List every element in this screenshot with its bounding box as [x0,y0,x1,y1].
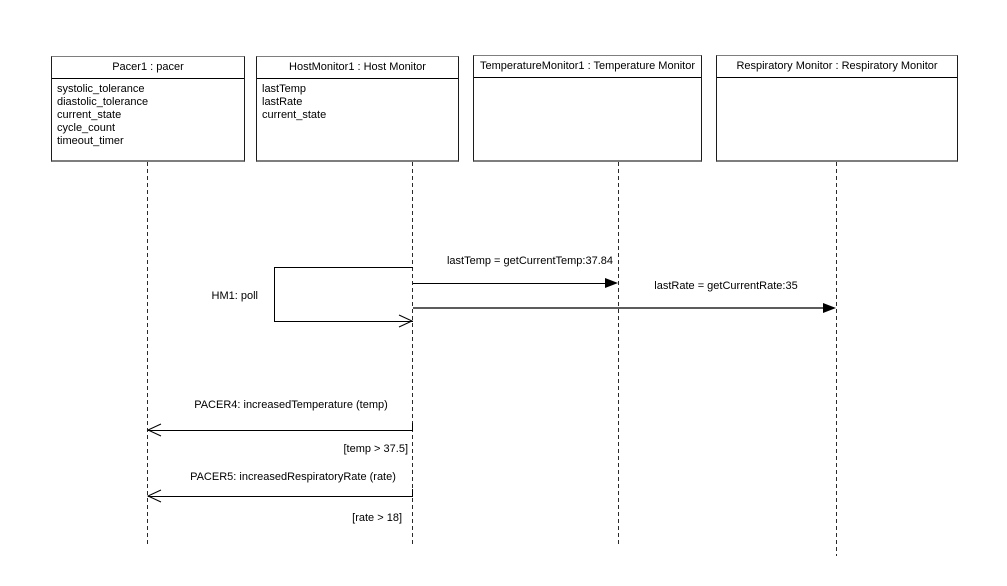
attribute-item: diastolic_tolerance [57,96,149,108]
object-title: HostMonitor1 : Host Monitor [257,57,458,79]
open-arrowhead-icon [398,314,414,328]
filled-arrowhead-icon [823,303,836,313]
attribute-item: current_state [57,109,122,121]
attribute-compartment: systolic_tolerance diastolic_tolerance c… [52,79,244,148]
object-title: Respiratory Monitor : Respiratory Monito… [717,56,957,78]
message-label-pacer4: PACER4: increasedTemperature (temp) [194,399,388,411]
object-title: Pacer1 : pacer [52,57,244,79]
message-label-lasttemp: lastTemp = getCurrentTemp:37.84 [446,255,613,267]
lifeline-temperaturemonitor1 [618,162,619,546]
message-label-lastrate: lastRate = getCurrentRate:35 [654,280,798,292]
message-line-bend [412,423,413,431]
message-line [148,496,413,497]
object-box-hostmonitor1: HostMonitor1 : Host Monitor lastTemp las… [256,56,459,162]
open-arrowhead-icon [146,489,162,503]
message-line [148,430,413,431]
object-box-respiratorymonitor: Respiratory Monitor : Respiratory Monito… [716,55,958,162]
attribute-compartment [474,78,701,82]
attribute-item: cycle_count [57,122,116,134]
message-line [413,283,606,284]
attribute-item: lastTemp [262,83,307,95]
attribute-item: lastRate [262,96,303,108]
message-label-pacer5: PACER5: increasedRespiratoryRate (rate) [190,471,396,483]
guard-label-temp: [temp > 37.5] [343,443,408,455]
message-line-bend [412,489,413,497]
filled-arrowhead-icon [605,278,618,288]
object-box-temperaturemonitor1: TemperatureMonitor1 : Temperature Monito… [473,55,702,162]
attribute-item: current_state [262,109,327,121]
attribute-item: systolic_tolerance [57,83,145,95]
lifeline-pacer1 [147,162,148,546]
message-label-hm1-poll: HM1: poll [211,290,258,302]
open-arrowhead-icon [146,423,162,437]
guard-label-rate: [rate > 18] [352,512,402,524]
attribute-item: timeout_timer [57,135,124,147]
lifeline-hostmonitor1 [412,162,413,546]
lifeline-respiratorymonitor [836,162,837,556]
attribute-compartment: lastTemp lastRate current_state [257,79,458,122]
self-message-loop [274,267,413,322]
object-box-pacer1: Pacer1 : pacer systolic_tolerance diasto… [51,56,245,162]
message-line [413,307,823,309]
object-title: TemperatureMonitor1 : Temperature Monito… [474,56,701,78]
attribute-compartment [717,78,957,82]
